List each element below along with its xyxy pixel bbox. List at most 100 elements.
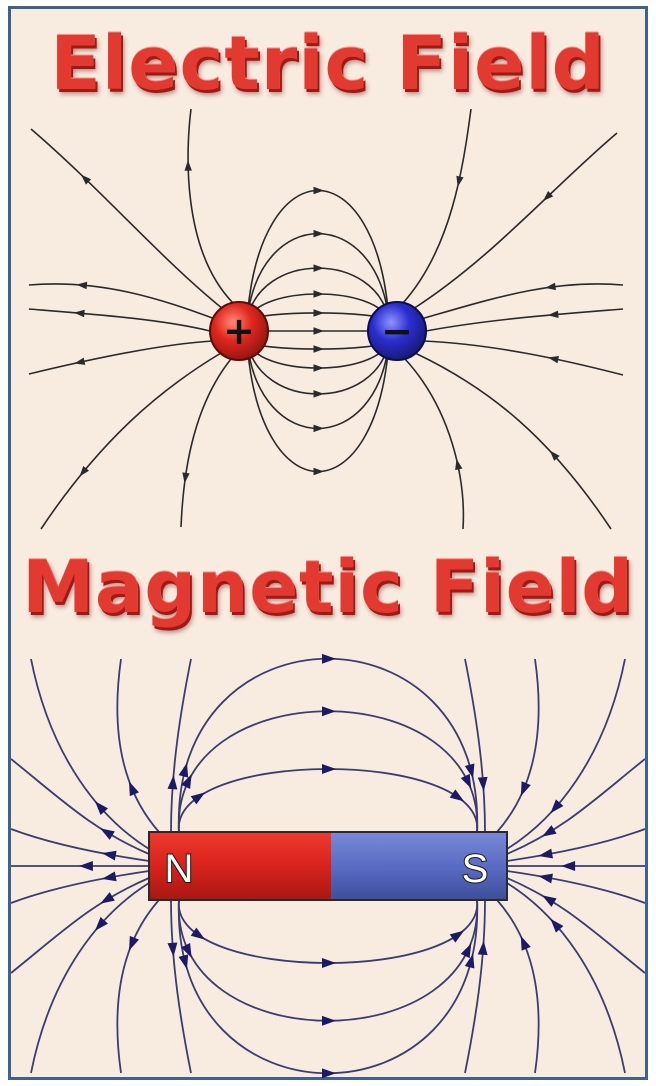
- electric-arrow: [456, 175, 464, 187]
- electric-field-lines: [28, 109, 624, 530]
- magnetic-line: [170, 658, 192, 833]
- electric-arrow: [313, 364, 324, 372]
- electric-line: [404, 358, 465, 530]
- electric-line: [425, 308, 624, 332]
- south-pole-label: S: [462, 847, 489, 891]
- magnetic-arrow: [129, 781, 139, 797]
- magnetic-line: [11, 877, 150, 974]
- electric-line: [28, 308, 211, 332]
- electric-line: [402, 109, 472, 304]
- magnetic-arrow: [460, 943, 472, 959]
- magnetic-line: [178, 899, 478, 1075]
- positive-charge: +: [209, 301, 269, 361]
- electric-arrow: [73, 309, 85, 318]
- magnetic-arrow: [322, 764, 336, 774]
- magnetic-arrow: [322, 1015, 336, 1026]
- electric-arrow: [313, 309, 324, 317]
- magnet-south-half: [331, 832, 507, 900]
- electric-arrow: [80, 174, 92, 185]
- magnetic-line: [506, 877, 645, 974]
- magnetic-arrow: [181, 943, 192, 958]
- magnetic-field-diagram: N S: [11, 653, 645, 1079]
- magnetic-arrow: [178, 762, 189, 778]
- electric-arrow: [313, 327, 324, 335]
- electric-arrow: [313, 390, 324, 398]
- electric-line: [420, 283, 624, 320]
- electric-line: [414, 352, 612, 530]
- electric-arrow: [547, 355, 559, 364]
- magnetic-line: [506, 870, 645, 904]
- magnetic-arrow: [449, 930, 465, 943]
- magnetic-arrow: [538, 848, 553, 859]
- magnetic-field-arrows: [78, 653, 576, 1079]
- magnetic-line: [506, 882, 626, 1074]
- electric-line: [28, 340, 214, 375]
- magnetic-arrow: [520, 935, 531, 951]
- electric-line: [40, 352, 222, 530]
- electric-line: [246, 340, 390, 369]
- magnetic-line: [464, 899, 486, 1074]
- electric-arrow: [313, 467, 324, 476]
- negative-charge: −: [367, 301, 427, 361]
- magnetic-arrow: [449, 789, 465, 802]
- magnetic-arrow: [538, 873, 553, 884]
- diagram-frame: Electric Field + − Magnetic Field: [8, 6, 648, 1080]
- electric-field-diagram: + −: [28, 109, 624, 530]
- electric-arrow: [313, 290, 324, 298]
- electric-line: [246, 340, 390, 473]
- electric-arrow: [76, 281, 88, 290]
- bar-magnet: N S: [148, 831, 508, 901]
- magnetic-arrow: [464, 953, 475, 969]
- magnetic-line: [506, 758, 645, 855]
- electric-line: [246, 233, 390, 322]
- electric-arrow: [74, 357, 86, 365]
- electric-arrow: [455, 459, 463, 471]
- electric-line: [246, 340, 390, 429]
- magnetic-arrow: [542, 895, 557, 907]
- electric-line: [246, 293, 390, 322]
- magnetic-line: [496, 899, 540, 1074]
- electric-arrow: [543, 191, 554, 201]
- electric-line: [246, 189, 390, 322]
- electric-arrow: [79, 466, 90, 477]
- magnetic-arrow: [95, 917, 108, 931]
- magnetic-arrow: [460, 773, 472, 789]
- north-pole-label: N: [165, 847, 194, 891]
- magnetic-line: [506, 828, 645, 862]
- magnetic-arrow: [477, 940, 488, 956]
- magnetic-arrow: [542, 825, 557, 837]
- magnetic-arrow: [100, 828, 115, 840]
- magnetic-arrow: [322, 653, 336, 664]
- magnetic-line: [464, 658, 486, 833]
- magnetic-arrow: [181, 774, 192, 789]
- negative-charge-symbol: −: [381, 309, 413, 353]
- electric-line: [412, 132, 618, 310]
- electric-line: [187, 109, 234, 304]
- magnetic-arrow: [101, 871, 117, 882]
- magnetic-arrow: [322, 958, 336, 968]
- electric-arrow: [313, 229, 324, 238]
- magnetic-arrow: [190, 792, 206, 805]
- electric-line: [28, 283, 216, 320]
- electric-arrow: [313, 424, 324, 433]
- electric-line: [422, 340, 624, 376]
- electric-arrow: [549, 450, 560, 461]
- electric-arrow: [184, 160, 192, 171]
- magnetic-arrow: [101, 850, 117, 861]
- magnetic-arrow: [95, 801, 108, 815]
- magnet-north-half: [149, 832, 331, 900]
- magnetic-arrow: [322, 706, 336, 717]
- magnetic-field-title: Magnetic Field: [22, 545, 634, 629]
- magnetic-arrow: [190, 927, 206, 940]
- electric-arrow: [547, 310, 559, 319]
- magnetic-arrow: [167, 942, 178, 957]
- magnetic-line: [11, 758, 150, 855]
- electric-arrow: [313, 186, 324, 195]
- magnetic-arrow: [550, 918, 564, 933]
- magnetic-line: [30, 882, 150, 1074]
- magnetic-arrow: [520, 781, 531, 797]
- magnetic-line: [506, 658, 626, 850]
- electric-line: [30, 128, 224, 310]
- magnetic-line: [30, 658, 150, 850]
- magnetic-line: [170, 899, 192, 1074]
